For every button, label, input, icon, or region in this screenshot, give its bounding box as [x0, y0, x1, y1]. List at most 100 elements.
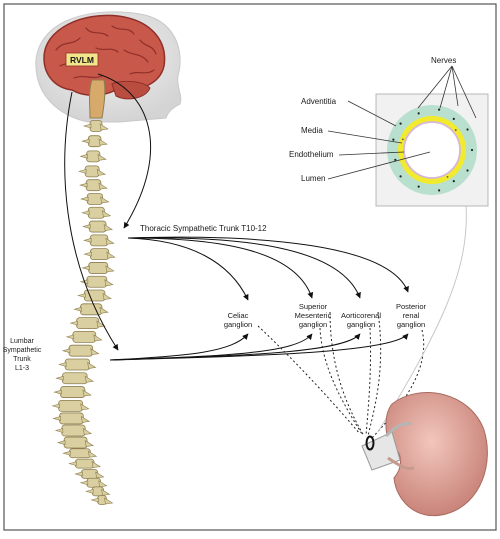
vertebra	[76, 317, 100, 330]
spinous-process	[103, 223, 113, 231]
spinous-process	[93, 334, 103, 342]
transverse-process	[81, 210, 90, 216]
svg-text:Lumbar: Lumbar	[10, 338, 34, 345]
nerve-dot	[438, 108, 441, 111]
media-label: Media	[301, 126, 323, 135]
spinous-process	[105, 265, 115, 273]
lumbar-trunk-label: Lumbar Sympathetic Trunk L1-3	[3, 338, 42, 372]
svg-text:Mesenteric: Mesenteric	[295, 311, 332, 320]
vertebra	[68, 344, 94, 357]
vertebra	[88, 262, 109, 274]
vertebra	[61, 372, 88, 385]
nerve-dot	[452, 180, 455, 183]
nerve-dot	[417, 112, 420, 115]
media-dot	[454, 129, 457, 131]
transverse-process	[80, 196, 89, 202]
transverse-process	[79, 182, 88, 188]
rvlm-label: RVLM	[70, 55, 94, 65]
spinous-process	[105, 237, 115, 245]
spinous-process	[80, 403, 90, 411]
transverse-process	[83, 251, 92, 257]
spinous-process	[82, 389, 92, 397]
spinous-process	[84, 439, 94, 447]
spinous-process	[87, 361, 97, 369]
vertebra	[86, 477, 102, 488]
spinous-process	[90, 348, 100, 356]
transverse-process	[58, 362, 67, 367]
vertebra	[80, 469, 99, 479]
thoracic-to-posterior-renal	[127, 236, 409, 293]
transverse-process	[79, 480, 89, 486]
spinous-process	[80, 415, 91, 423]
celiac-ganglion-label: Celiac ganglion	[224, 311, 252, 329]
transverse-process	[78, 168, 87, 174]
vertebra	[84, 165, 100, 178]
nerve-dot	[417, 185, 420, 188]
vertebra	[74, 458, 95, 469]
fiber-superior-mesenteric-2-kidney	[329, 311, 365, 437]
svg-text:ganglion: ganglion	[397, 320, 425, 329]
svg-text:renal: renal	[403, 311, 420, 320]
transverse-process	[81, 265, 90, 271]
fiber-aorticorenal-2-kidney	[367, 311, 382, 437]
vertebra	[64, 358, 91, 371]
endothelium-label: Endothelium	[289, 150, 334, 159]
transverse-process	[81, 138, 90, 144]
spinous-process	[104, 279, 114, 287]
transverse-process	[73, 306, 82, 312]
nerve-dots	[392, 108, 474, 192]
pathway-to-lumbar	[64, 91, 119, 351]
spinous-process	[99, 306, 109, 314]
transverse-process	[74, 471, 83, 477]
thoracic-to-celiac	[127, 237, 249, 301]
vertebra	[60, 386, 86, 398]
spinous-process	[82, 427, 93, 435]
spinous-process	[104, 497, 114, 505]
vertebra	[61, 424, 86, 437]
transverse-process	[61, 348, 71, 354]
transverse-process	[90, 497, 99, 503]
svg-text:Sympathetic: Sympathetic	[3, 347, 42, 354]
vessel-cross-section	[387, 105, 477, 195]
fiber-aorticorenal-kidney	[365, 327, 372, 437]
transverse-process	[52, 416, 61, 421]
transverse-process	[79, 153, 88, 159]
svg-text:Celiac: Celiac	[228, 311, 249, 320]
svg-text:ganglion: ganglion	[224, 320, 252, 329]
spinous-process	[84, 375, 95, 383]
fiber-posterior-renal-kidney	[371, 329, 425, 439]
svg-text:ganglion: ganglion	[347, 320, 375, 329]
nerve-dot	[399, 122, 402, 125]
nerve-dot	[470, 148, 474, 152]
transverse-process	[51, 403, 60, 409]
transverse-process	[77, 293, 86, 298]
vertebra	[86, 193, 104, 205]
spinous-process	[91, 461, 101, 468]
vertebra	[89, 248, 110, 261]
spinous-process	[106, 251, 116, 259]
vertebra	[86, 150, 101, 163]
transverse-process	[53, 389, 62, 395]
kidney	[361, 392, 488, 517]
spinal-column	[51, 120, 116, 505]
transverse-process	[62, 450, 71, 456]
thoracic-trunk-label: Thoracic Sympathetic Trunk T10-12	[140, 224, 267, 233]
thoracic-to-aorticorenal	[127, 237, 361, 299]
nerve-dot	[394, 158, 397, 161]
svg-text:Aorticorenal: Aorticorenal	[341, 311, 381, 320]
transverse-process	[55, 375, 64, 381]
vertebra	[88, 220, 107, 233]
vertebra	[80, 303, 103, 316]
adventitia-label: Adventitia	[301, 97, 337, 106]
fiber-celiac-kidney	[257, 325, 361, 435]
transverse-process	[82, 224, 91, 229]
svg-text:Superior: Superior	[299, 302, 328, 311]
svg-text:ganglion: ganglion	[299, 320, 327, 329]
renal-artery-ring	[365, 435, 375, 451]
fiber-superior-mesenteric-kidney	[319, 327, 363, 435]
spinous-process	[96, 168, 107, 176]
posterior-renal-ganglion-label: Posterior renal ganglion	[396, 302, 427, 329]
spinous-process	[98, 480, 108, 488]
spinous-process	[97, 153, 107, 161]
nerve-dot	[466, 128, 469, 131]
